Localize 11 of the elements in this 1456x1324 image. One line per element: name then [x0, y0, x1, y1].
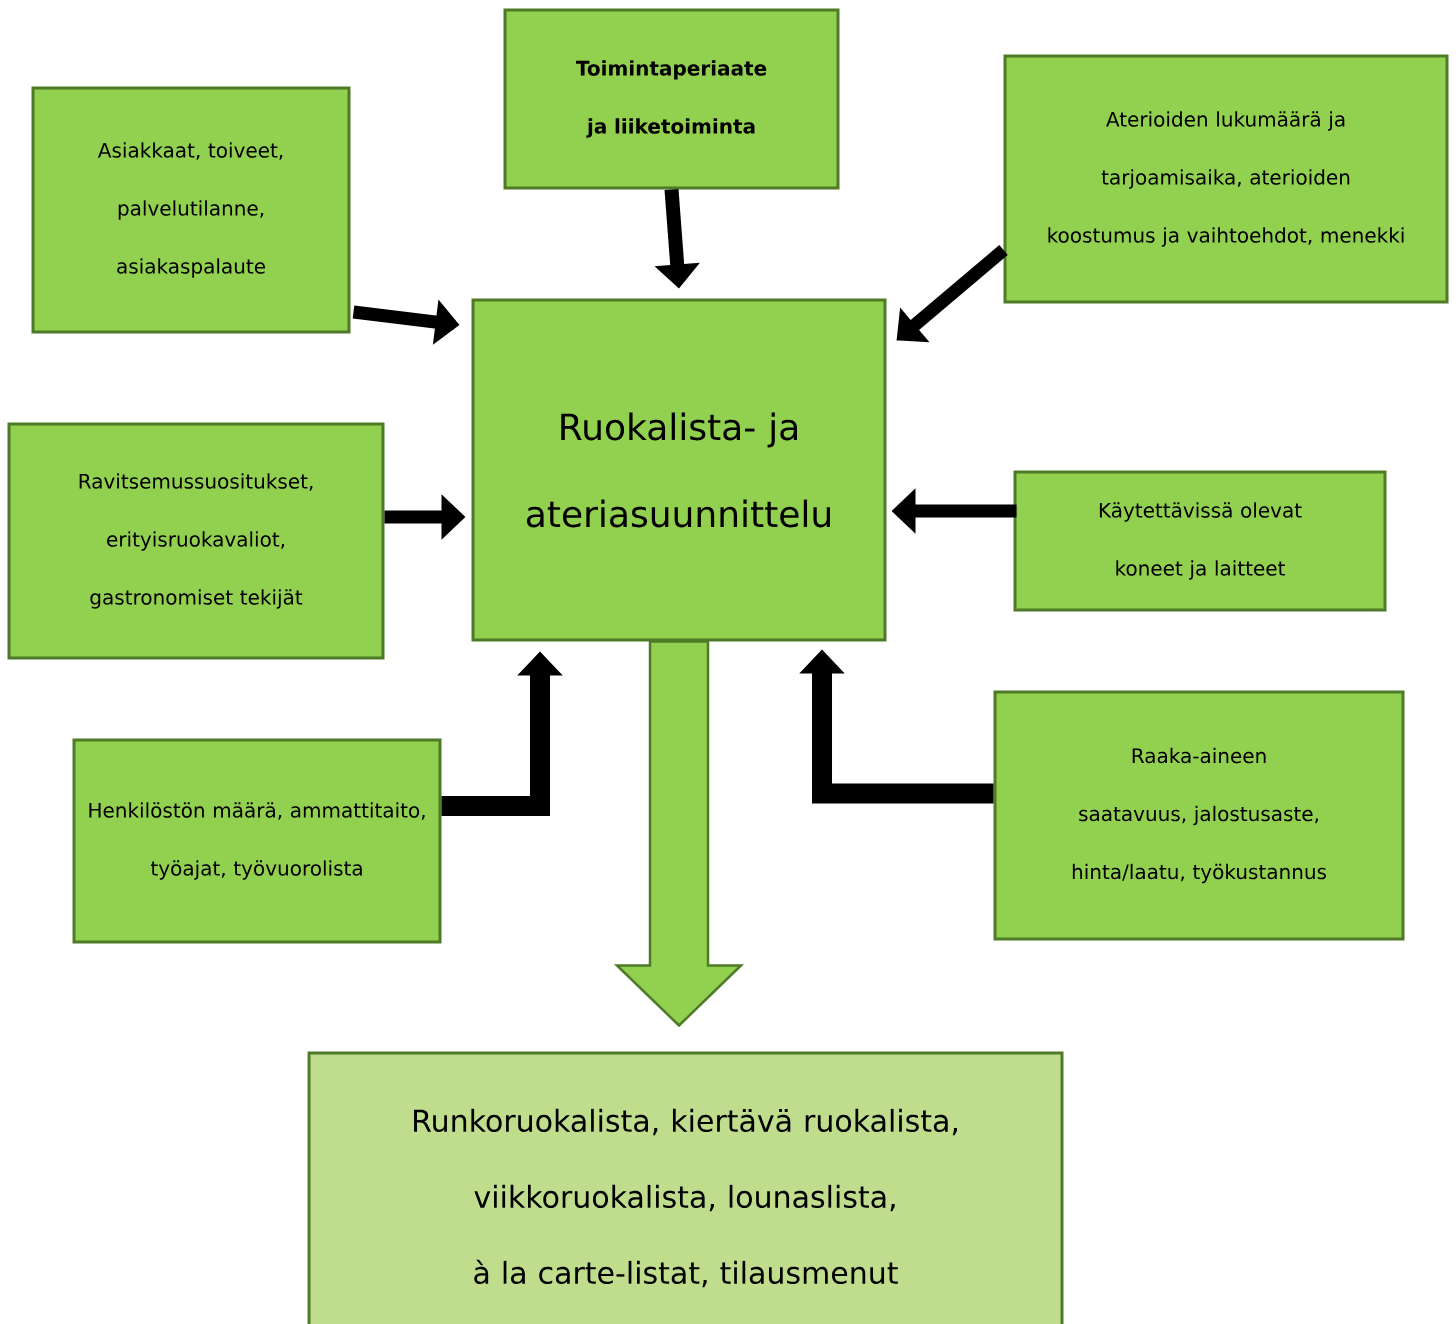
input-box: Ravitsemussuositukset, erityisruokavaliot, gastronomiset tekijät	[7, 422, 385, 660]
arrow	[896, 245, 1008, 343]
block-arrow	[613, 640, 745, 1028]
input-box: Raaka-aineen saatavuus, jalostusaste, hinta/laatu, työkustannus	[993, 690, 1405, 941]
process-box: Ruokalista- ja ateriasuunnittelu	[471, 298, 887, 642]
input-box: Toimintaperiaate ja liiketoiminta	[503, 8, 840, 190]
output-box: Runkoruokalista, kiertävä ruokalista, viikkoruokalista, lounaslista, à la carte-listat, tilausmenut	[307, 1051, 1064, 1324]
input-box: Käytettävissä olevat koneet ja laitteet	[1013, 470, 1387, 612]
input-box: Aterioiden lukumäärä ja tarjoamisaika, aterioiden koostumus ja vaihtoehdot, menekki	[1003, 54, 1449, 304]
input-box: Asiakkaat, toiveet, palvelutilanne, asiakaspalaute	[31, 86, 351, 334]
input-box: Henkilöstön määrä, ammattitaito, työajat, työvuorolista	[72, 738, 442, 944]
